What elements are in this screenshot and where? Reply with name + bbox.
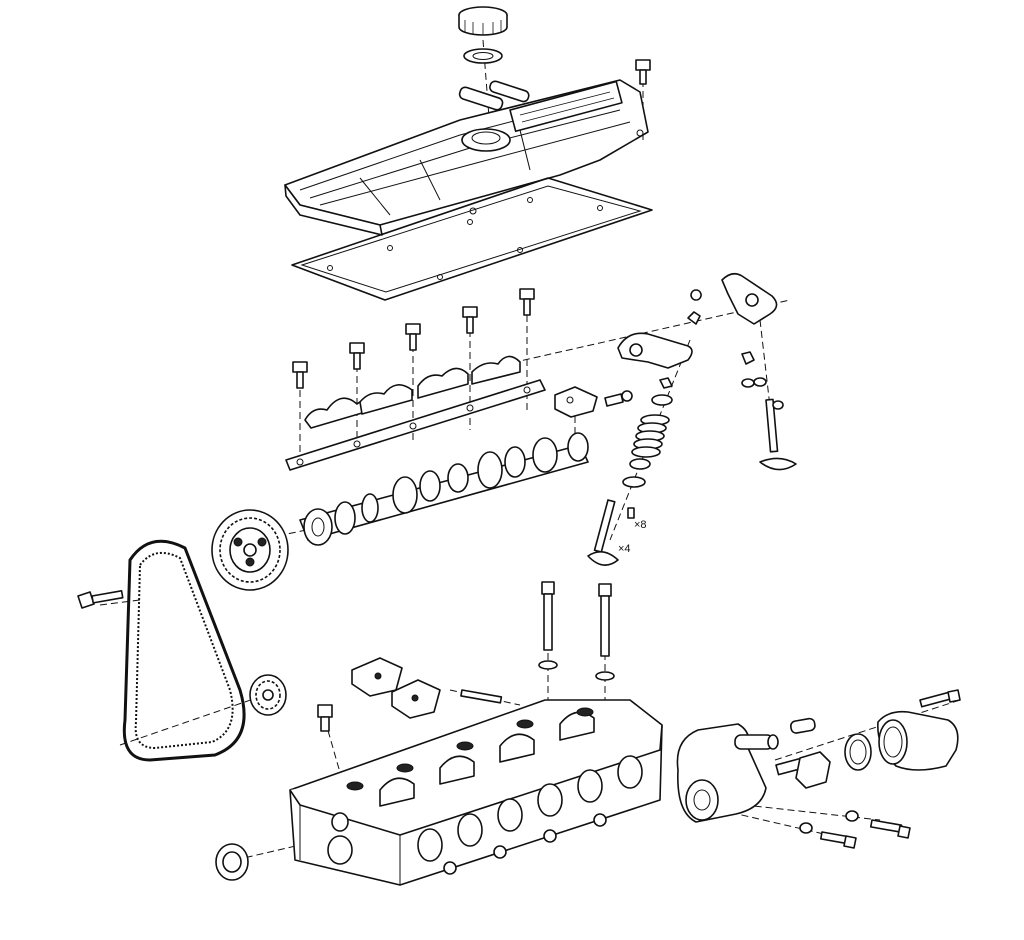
callout-text: ×8 bbox=[634, 519, 647, 531]
breather-pipes bbox=[458, 80, 530, 111]
thermostat bbox=[775, 751, 831, 789]
rocker-arm-left bbox=[617, 289, 702, 369]
callout-count-4: ×4 bbox=[618, 543, 631, 555]
bolt bbox=[462, 306, 478, 334]
bolt bbox=[519, 288, 535, 316]
thermostat-housing bbox=[676, 717, 816, 823]
pulley-bolt bbox=[77, 589, 124, 609]
valve-cover bbox=[284, 79, 649, 236]
thermostat-gasket bbox=[844, 733, 872, 771]
cover-plates bbox=[351, 657, 503, 719]
head-stud-left bbox=[538, 581, 558, 670]
valve-left bbox=[587, 499, 635, 566]
cylinder-head bbox=[289, 699, 663, 886]
camshaft bbox=[299, 432, 589, 546]
camshaft-pulley bbox=[211, 509, 289, 591]
bolt bbox=[405, 323, 421, 351]
oil-filler-cap bbox=[458, 6, 508, 64]
head-stud-right bbox=[595, 583, 615, 681]
camshaft-oil-seal bbox=[215, 843, 249, 881]
valve-right bbox=[741, 377, 797, 471]
water-outlet bbox=[877, 710, 959, 771]
bolt-group bbox=[292, 59, 651, 389]
timing-belt bbox=[122, 539, 246, 762]
head-ports bbox=[417, 755, 643, 875]
camshaft-bearing-caps bbox=[285, 355, 546, 471]
outlet-bolt bbox=[919, 689, 961, 708]
bolt bbox=[292, 361, 308, 389]
rocker-arm-right bbox=[721, 272, 778, 365]
valve-cover-gasket bbox=[291, 177, 653, 301]
temperature-sensor bbox=[317, 704, 333, 732]
valve-spring-assembly bbox=[622, 377, 673, 488]
thrust-plate bbox=[554, 386, 633, 418]
callout-count-8: ×8 bbox=[634, 519, 647, 531]
bolt bbox=[349, 342, 365, 370]
housing-bolts bbox=[799, 810, 911, 849]
camshaft-journals bbox=[346, 707, 595, 807]
callout-text: ×4 bbox=[618, 543, 631, 555]
bolt bbox=[635, 59, 651, 85]
crank-sprocket bbox=[249, 674, 287, 716]
